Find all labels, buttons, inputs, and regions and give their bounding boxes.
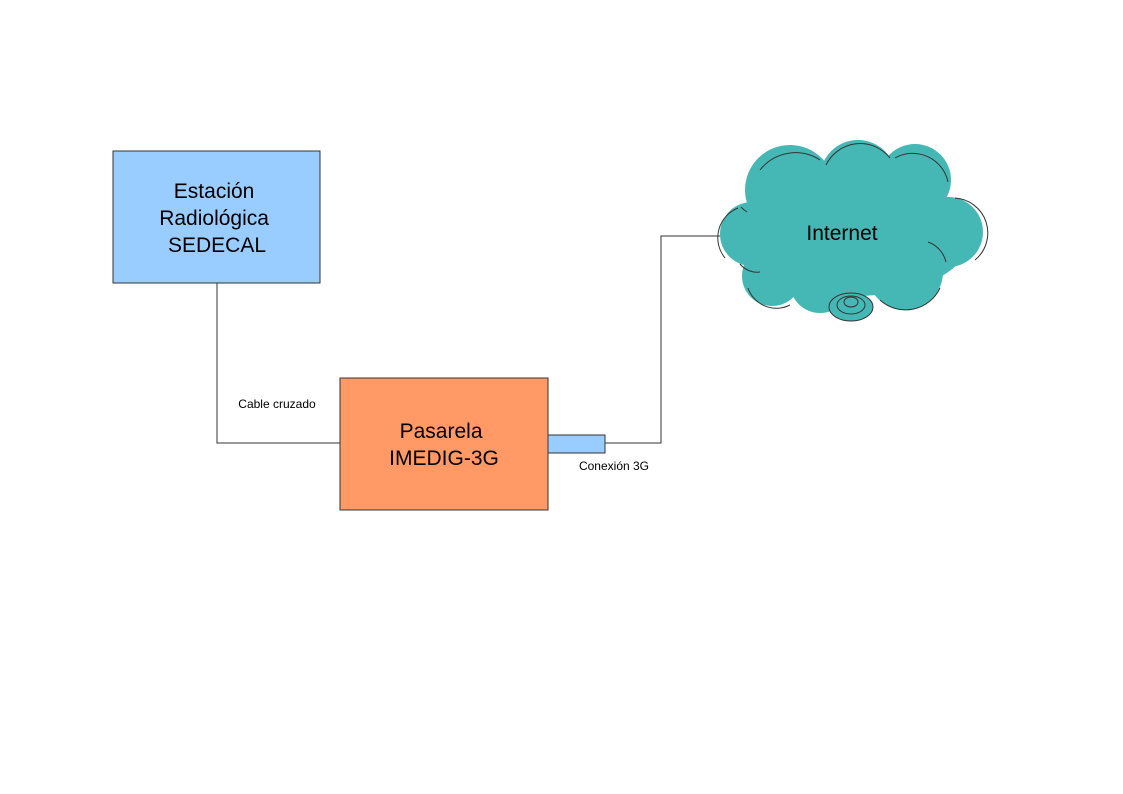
gateway-label-line2: IMEDIG-3G <box>389 447 499 470</box>
cloud-swirl-icon <box>828 292 874 322</box>
3g-connection-line <box>605 235 720 444</box>
station-label-line1: Estación <box>174 180 255 203</box>
3g-connection-label: Conexión 3G <box>579 459 649 473</box>
internet-cloud-node: Internet <box>717 140 989 322</box>
cloud-icon <box>720 140 983 313</box>
radiology-station-node: Estación Radiológica SEDECAL <box>112 150 321 284</box>
3g-modem-block <box>547 434 606 454</box>
station-label-line2: Radiológica <box>159 207 269 230</box>
crossover-cable-line <box>216 283 340 444</box>
station-label-line3: SEDECAL <box>168 234 266 257</box>
crossover-cable-label: Cable cruzado <box>238 397 316 411</box>
svg-text:Estación Radiológica: Estación Radiológica SEDECAL <box>159 180 275 257</box>
gateway-node: Pasarela IMEDIG-3G <box>339 377 549 511</box>
cloud-outline-icon <box>717 143 989 311</box>
radiology-station-box <box>112 150 321 284</box>
internet-label: Internet <box>806 222 877 245</box>
svg-text:Pasarela IMEDIG-3G: Pasarela IMEDIG-3G <box>389 420 499 470</box>
gateway-box <box>339 377 549 511</box>
gateway-label-line1: Pasarela <box>400 420 483 443</box>
